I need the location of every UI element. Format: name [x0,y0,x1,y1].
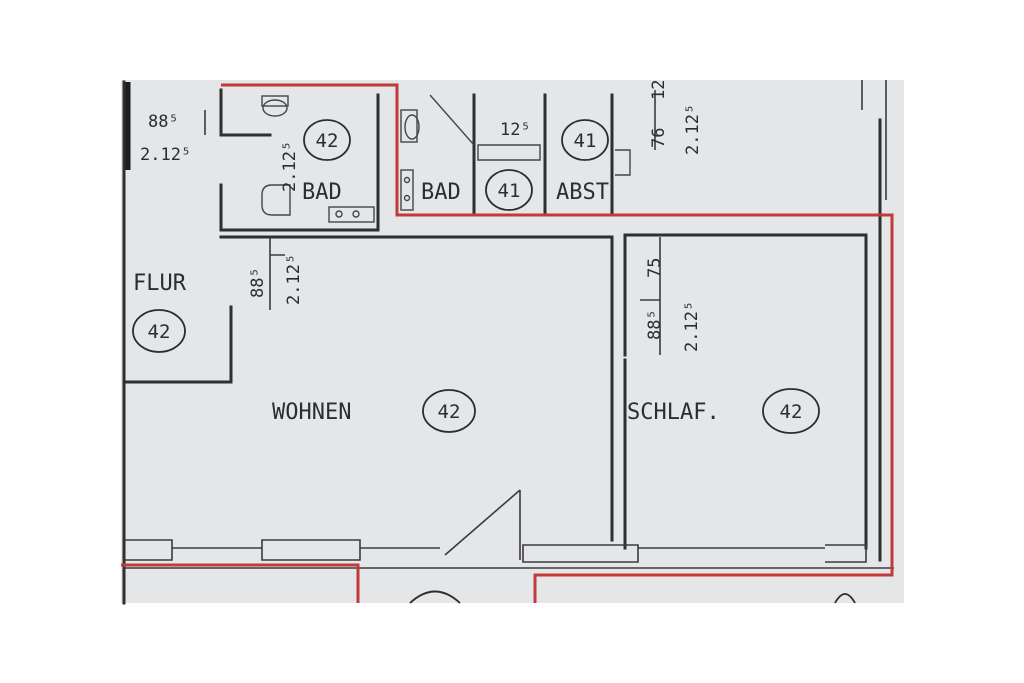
dim-schlaf-a: 75 [645,258,665,278]
dim-schlaf-b: 88⁵ [645,309,665,340]
dim-top-right-a: 76 [649,128,669,148]
room-label-abst: ABST [556,180,609,205]
tag-number-abst: 41 [574,130,597,152]
dim-top-left-b: 2.12⁵ [140,145,191,165]
room-label-bad-left: BAD [302,180,342,205]
tag-circle-abst [561,119,609,161]
room-tag-circles [132,119,856,604]
unit-outline [121,83,894,603]
dim-top-left-a: 88⁵ [148,112,179,132]
dim-flur-b: 2.12⁵ [284,254,304,305]
room-label-bad-mid: BAD [421,180,461,205]
tag-number-flur: 42 [148,321,171,343]
tag-circle-wohnen [422,389,476,433]
walls [122,80,894,605]
tag-circle-schlaf [762,388,820,434]
room-label-flur: FLUR [133,271,187,296]
dim-flur-a: 88⁵ [248,267,268,298]
tag-circle-bad-mid [485,169,533,211]
tag-circle-bad-left [303,119,351,161]
paper-background [121,80,904,603]
room-label-wohnen: WOHNEN [272,400,351,425]
tag-number-wohnen: 42 [438,401,461,423]
tag-number-bad-mid: 41 [498,180,521,202]
tag-number-bad-left: 42 [316,130,339,152]
bath-fixtures [261,94,631,223]
dimension-lines [204,90,661,355]
dim-schlaf-c: 2.12⁵ [682,301,702,352]
dim-top-right-c: 12 [649,80,669,100]
tag-number-schlaf: 42 [780,401,803,423]
room-label-schlaf: SCHLAF. [627,400,720,425]
dim-bad-vertical: 2.12⁵ [280,141,300,192]
dim-mid-top: 12⁵ [500,120,531,140]
dim-top-right-b: 2.12⁵ [683,104,703,155]
tag-circle-flur [132,309,186,353]
